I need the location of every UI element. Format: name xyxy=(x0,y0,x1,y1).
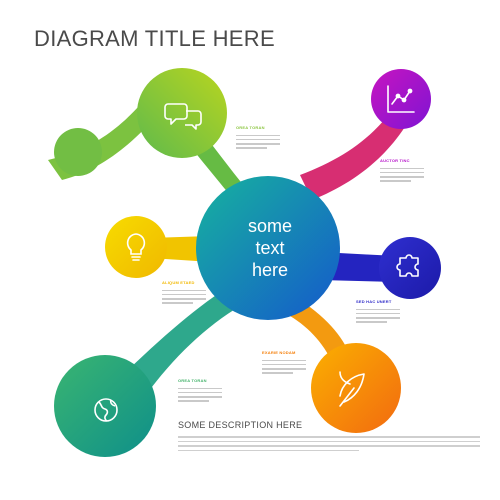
description-title: SOME DESCRIPTION HERE xyxy=(178,420,303,430)
placeholder-text-leaf xyxy=(262,357,306,377)
placeholder-text-puzzle xyxy=(356,306,400,326)
label-idea: ALIQUM ETAED xyxy=(162,280,195,285)
node-puzzle xyxy=(379,237,441,299)
lightbulb-icon xyxy=(126,233,146,261)
node-center xyxy=(196,176,340,320)
connector-globe xyxy=(128,280,255,392)
leaf-icon xyxy=(339,371,365,407)
placeholder-text-globe xyxy=(178,385,222,405)
placeholder-text-chart xyxy=(380,165,424,185)
node-globe xyxy=(54,355,156,457)
line-chart-icon xyxy=(387,85,415,113)
node-chat xyxy=(137,68,227,158)
label-chart: AUCTOR TINC xyxy=(380,158,410,163)
connector-chart xyxy=(300,110,408,200)
puzzle-piece-icon xyxy=(396,254,419,277)
label-puzzle: SED HAC UNERT xyxy=(356,299,392,304)
label-globe: OREA TORAN xyxy=(178,378,207,383)
placeholder-text-chat xyxy=(236,132,280,152)
page-title: DIAGRAM TITLE HERE xyxy=(34,26,275,51)
node-idea xyxy=(105,216,167,278)
center-text: some text here xyxy=(220,215,320,281)
node-far-left-end xyxy=(54,128,102,176)
node-leaf xyxy=(311,343,401,433)
globe-icon xyxy=(94,398,118,422)
center-text-line-2: text xyxy=(255,238,285,258)
node-chart xyxy=(371,69,431,129)
label-chat: OREA TORAN xyxy=(236,125,265,130)
description-placeholder-text xyxy=(178,433,480,454)
center-text-line-1: some xyxy=(247,216,292,236)
center-text-line-3: here xyxy=(251,260,289,280)
speech-bubbles-icon xyxy=(164,103,202,130)
placeholder-text-idea xyxy=(162,287,206,307)
label-leaf: EXARIE NODAM xyxy=(262,350,296,355)
